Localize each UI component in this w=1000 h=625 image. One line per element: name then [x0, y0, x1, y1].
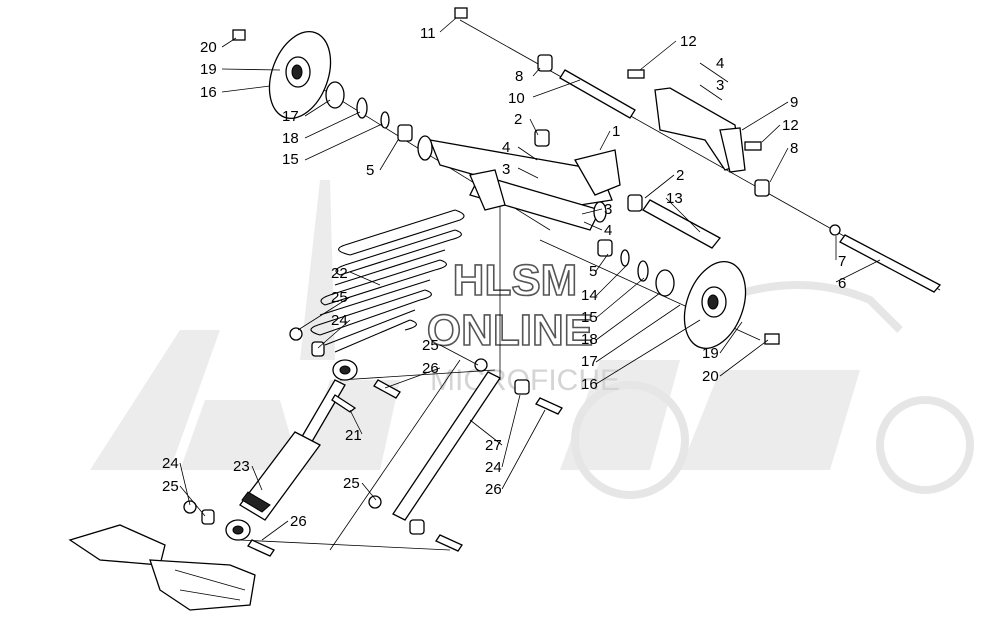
label-17: 17 — [282, 108, 299, 125]
watermark-line1: HLSM — [453, 256, 578, 305]
background-logo-watermark — [90, 180, 974, 499]
label-17: 17 — [581, 353, 598, 370]
label-22: 22 — [331, 265, 348, 282]
shock-absorber — [225, 359, 358, 541]
label-16: 16 — [581, 376, 598, 393]
link-rod — [392, 371, 530, 535]
label-11: 11 — [420, 25, 436, 42]
label-26: 26 — [290, 513, 307, 530]
label-2: 2 — [514, 111, 522, 128]
label-21: 21 — [345, 427, 362, 444]
label-12: 12 — [782, 117, 799, 134]
label-4: 4 — [502, 139, 510, 156]
idler-wheel-upper — [268, 30, 332, 120]
label-25: 25 — [162, 478, 179, 495]
label-1: 1 — [612, 123, 620, 140]
small-hardware — [232, 7, 841, 345]
label-24: 24 — [162, 455, 179, 472]
label-27: 27 — [485, 437, 502, 454]
label-10: 10 — [508, 90, 525, 107]
label-3: 3 — [716, 77, 724, 94]
leader-lines — [179, 17, 881, 541]
label-19: 19 — [200, 61, 217, 78]
label-15: 15 — [282, 151, 299, 168]
idler-wheel-lower — [683, 260, 747, 350]
label-16: 16 — [200, 84, 217, 101]
label-13: 13 — [666, 190, 683, 207]
label-4: 4 — [716, 55, 724, 72]
label-15: 15 — [581, 309, 598, 326]
label-23: 23 — [233, 458, 250, 475]
part-labels: 20 19 16 17 18 15 5 11 8 10 2 4 3 1 12 4… — [162, 25, 846, 530]
label-3: 3 — [604, 201, 612, 218]
label-20: 20 — [200, 39, 217, 56]
label-8: 8 — [790, 140, 798, 157]
label-12: 12 — [680, 33, 697, 50]
label-25: 25 — [422, 337, 439, 354]
rail-mount-fragment — [68, 524, 256, 611]
swing-arm — [417, 135, 621, 231]
shafts — [559, 69, 942, 293]
label-18: 18 — [581, 331, 598, 348]
label-18: 18 — [282, 130, 299, 147]
label-5: 5 — [589, 263, 597, 280]
coil-spring — [310, 209, 465, 353]
label-2: 2 — [676, 167, 684, 184]
label-26: 26 — [485, 481, 502, 498]
label-24: 24 — [331, 312, 348, 329]
label-3: 3 — [502, 161, 510, 178]
label-26: 26 — [422, 360, 439, 377]
label-5: 5 — [366, 162, 374, 179]
label-6: 6 — [838, 275, 846, 292]
label-20: 20 — [702, 368, 719, 385]
label-25: 25 — [343, 475, 360, 492]
label-4: 4 — [604, 222, 612, 239]
label-7: 7 — [838, 253, 846, 270]
label-14: 14 — [581, 287, 598, 304]
label-25: 25 — [331, 289, 348, 306]
label-9: 9 — [790, 94, 798, 111]
label-24: 24 — [485, 459, 502, 476]
watermark-line2: ONLINE — [427, 306, 593, 355]
shock-hardware — [183, 327, 563, 557]
label-8: 8 — [515, 68, 523, 85]
label-19: 19 — [702, 345, 719, 362]
bracket — [654, 87, 746, 173]
